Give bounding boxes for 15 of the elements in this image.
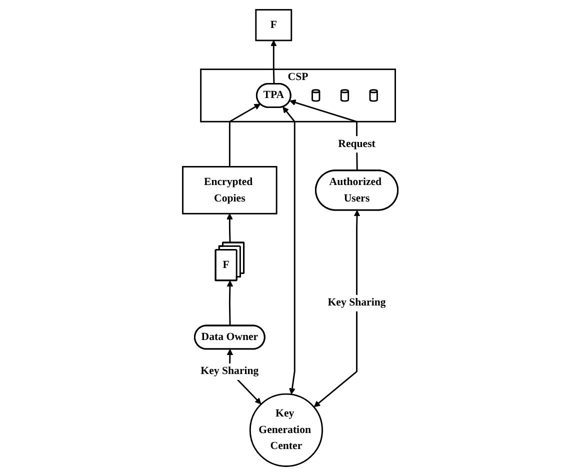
- edge-label: Key Sharing: [200, 366, 258, 378]
- arrow: [270, 40, 277, 84]
- arrow: [282, 106, 296, 394]
- node-box: F: [254, 9, 292, 42]
- arrow: [226, 280, 233, 326]
- node-cylinder: [340, 89, 349, 102]
- arrow: [226, 213, 233, 243]
- edge-label: Request: [338, 138, 376, 150]
- node-box: Encrypted Copies: [182, 166, 278, 214]
- arrow: [228, 104, 260, 167]
- node-cylinder: [311, 89, 320, 102]
- node-circle: Key Generation Center: [249, 393, 323, 467]
- edge-label: Key Sharing: [327, 296, 386, 309]
- node-cylinder: [368, 89, 378, 102]
- arrow: [314, 210, 360, 408]
